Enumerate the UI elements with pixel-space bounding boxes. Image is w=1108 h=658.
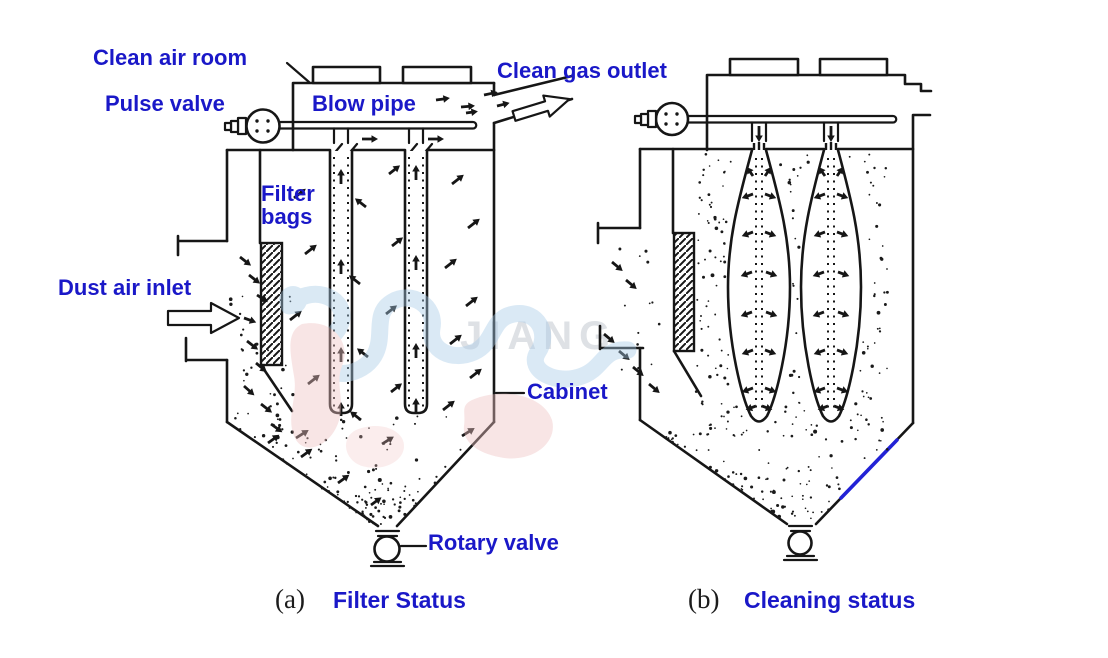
caption-a-marker: (a) <box>275 584 305 614</box>
inlet-baffle <box>259 241 284 367</box>
roof-lug <box>728 57 800 77</box>
label-rotary-valve: Rotary valve <box>428 530 559 555</box>
label-clean-air-room: Clean air room <box>93 45 248 70</box>
pulse-valve-icon-b <box>633 101 690 137</box>
flow-arrows-a <box>239 89 510 507</box>
hopper-a <box>225 420 496 528</box>
caption-b-text: Cleaning status <box>744 587 916 613</box>
pulse-valve-icon-a <box>223 108 281 144</box>
blow-pipe-b <box>686 114 898 124</box>
roof-lug <box>818 57 889 77</box>
rotary-valve-icon-b <box>782 524 819 562</box>
label-blow-pipe: Blow pipe <box>312 91 416 116</box>
dust-dots-a <box>228 295 462 525</box>
diagram-a-filter-status <box>166 61 574 568</box>
blow-pipe-a <box>278 120 478 130</box>
caption-b-marker: (b) <box>688 584 720 614</box>
rotary-valve-icon <box>369 529 406 568</box>
label-filter-bags: Filter bags <box>261 181 315 229</box>
outlet-flow-arrow-icon <box>511 94 571 122</box>
inlet-baffle-b <box>672 231 696 353</box>
watermark-logo <box>279 285 637 468</box>
deflector-plate-b <box>672 349 703 398</box>
hopper-b <box>638 418 915 526</box>
label-dust-air-inlet: Dust air inlet <box>58 275 192 300</box>
watermark-text: JIANG <box>460 314 618 358</box>
label-clean-gas-outlet: Clean gas outlet <box>497 58 667 83</box>
dust-inlet-duct-b <box>596 221 645 351</box>
label-cabinet: Cabinet <box>527 379 608 404</box>
clean-air-room-leader <box>285 61 311 84</box>
dust-dots-b <box>616 153 889 520</box>
filter-bags-a <box>328 149 429 415</box>
dust-inlet-duct <box>176 234 229 363</box>
roof-lug <box>311 65 382 85</box>
hopper-blue-highlight <box>839 438 899 500</box>
inlet-flow-arrow-icon <box>166 301 241 335</box>
caption-a-text: Filter Status <box>333 587 466 613</box>
roof-lug <box>401 65 473 85</box>
diagram-b-cleaning-status <box>596 57 933 562</box>
deflector-plate <box>259 363 294 413</box>
label-pulse-valve: Pulse valve <box>105 91 225 116</box>
clean-air-room-outline-b <box>705 73 933 152</box>
flow-arrows-b <box>603 126 850 412</box>
